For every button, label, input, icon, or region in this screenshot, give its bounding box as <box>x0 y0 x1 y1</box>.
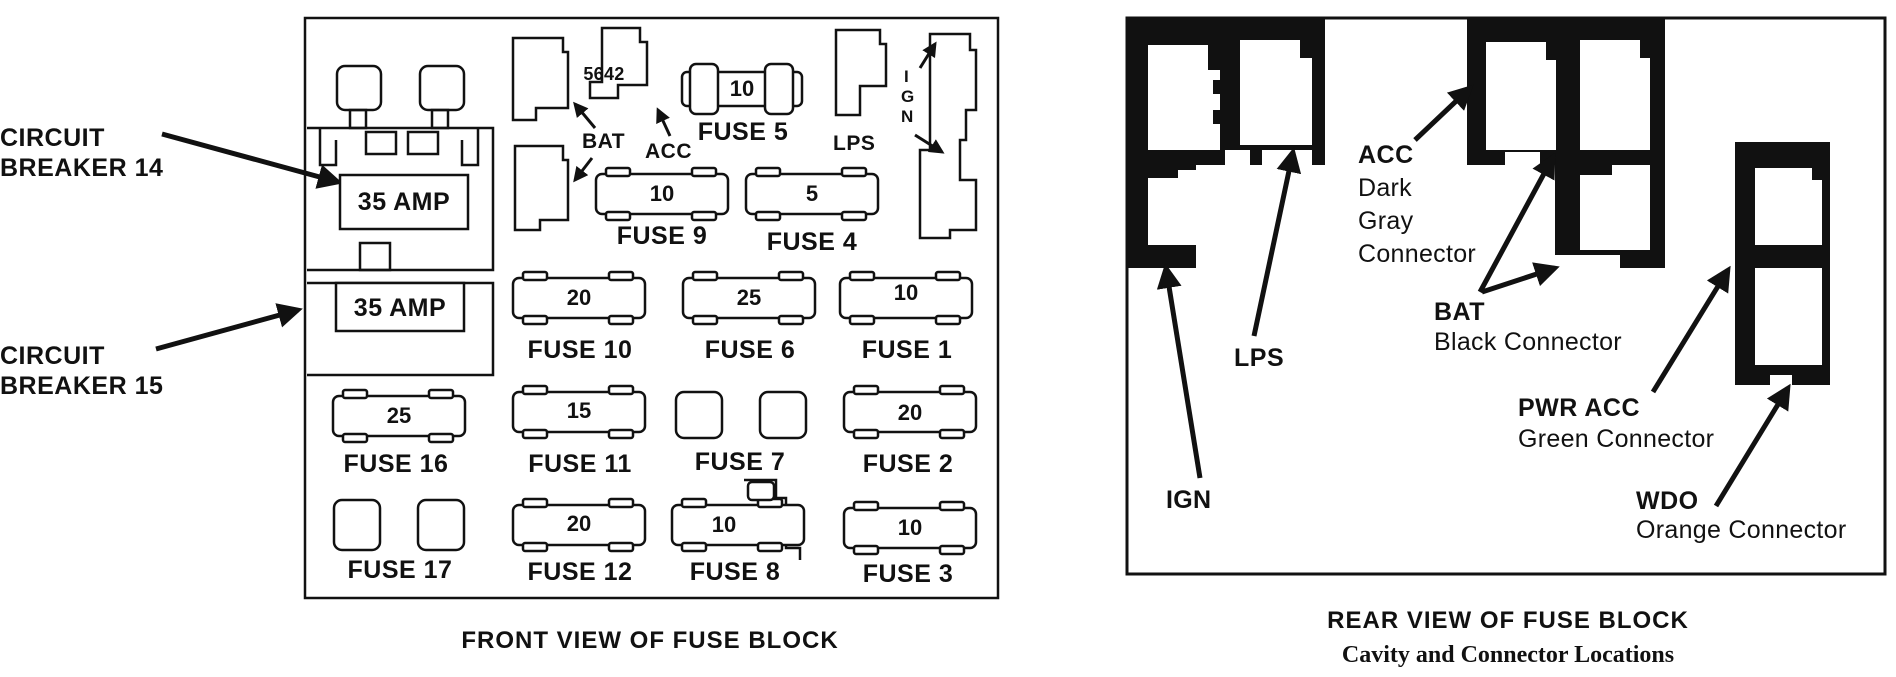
cb15-label-line2: BREAKER 15 <box>0 372 163 400</box>
fuse-16-label: FUSE 16 <box>344 450 449 478</box>
rear-bat-arrow-right <box>1481 262 1560 295</box>
rear-acc-arrow <box>1413 84 1474 142</box>
connector-outlines <box>511 26 978 240</box>
fuse-17-label: FUSE 17 <box>348 556 453 584</box>
fuse-3-label: FUSE 3 <box>863 560 954 588</box>
fuse-6: 25 FUSE 6 <box>681 270 817 364</box>
fuse-10: 20 FUSE 10 <box>511 270 647 364</box>
front-view-caption: FRONT VIEW OF FUSE BLOCK <box>461 627 838 654</box>
cb14-label-line1: CIRCUIT <box>0 124 105 152</box>
fuse-5-amps: 10 <box>730 76 754 101</box>
fuse-6-amps: 25 <box>737 285 761 310</box>
fuse-16: 25 FUSE 16 <box>331 388 467 478</box>
fuse-10-amps: 20 <box>567 285 591 310</box>
front-view: CIRCUIT BREAKER 14 CIRCUIT BREAKER 15 35… <box>0 16 1000 654</box>
rear-wdo-label: WDO <box>1636 487 1699 515</box>
fuse-16-amps: 25 <box>387 403 411 428</box>
front-acc-label: ACC <box>645 140 692 163</box>
rear-view: IGN LPS ACC Dark Gray Connector BAT Blac… <box>1125 16 1887 668</box>
part-number: 5642 <box>583 64 624 84</box>
fuse-4: 5 FUSE 4 <box>744 166 880 256</box>
rear-bat-arrow-up <box>1477 152 1556 294</box>
rear-view-subcaption: Cavity and Connector Locations <box>1342 642 1674 668</box>
rear-pwr-acc-desc: Green Connector <box>1518 425 1714 453</box>
fuse-1-label: FUSE 1 <box>862 336 953 364</box>
fuse-11: 15 FUSE 11 <box>511 384 647 478</box>
rear-acc-desc-3: Connector <box>1358 240 1476 268</box>
front-bat-arrow-up <box>573 101 597 129</box>
fuse-7: FUSE 7 <box>674 390 808 476</box>
rear-bat-desc: Black Connector <box>1434 328 1622 356</box>
fuse-7-label: FUSE 7 <box>695 448 786 476</box>
rear-pwr-acc-wdo-cavity <box>1735 142 1830 385</box>
fuse-6-label: FUSE 6 <box>705 336 796 364</box>
fuse-8-amps: 10 <box>712 512 736 537</box>
fuse-9-label: FUSE 9 <box>617 222 708 250</box>
front-bat-arrow-down <box>573 157 594 183</box>
fuse-11-amps: 15 <box>567 398 591 423</box>
fuse-10-label: FUSE 10 <box>528 336 633 364</box>
rear-acc-desc-2: Gray <box>1358 207 1414 235</box>
front-acc-arrow <box>656 107 672 137</box>
cb14-rating: 35 AMP <box>358 188 450 216</box>
cb14-label-line2: BREAKER 14 <box>0 154 163 182</box>
rear-bat-label: BAT <box>1434 298 1485 326</box>
fuse-4-label: FUSE 4 <box>767 228 858 256</box>
fuse-11-label: FUSE 11 <box>528 450 632 478</box>
front-ign-label-i: I <box>904 67 909 86</box>
fuse-12-label: FUSE 12 <box>528 558 633 586</box>
rear-wdo-arrow <box>1713 383 1791 508</box>
circuit-breaker-15: 35 AMP <box>307 281 495 377</box>
fuse-17: FUSE 17 <box>332 498 466 584</box>
fuse-2-amps: 20 <box>898 400 922 425</box>
cb14-arrow <box>161 131 343 189</box>
fuse-4-amps: 5 <box>806 181 818 206</box>
fuse-5: 10 FUSE 5 <box>680 62 804 146</box>
front-bat-label: BAT <box>582 130 625 153</box>
fuse-1-amps: 10 <box>894 280 918 305</box>
rear-view-caption: REAR VIEW OF FUSE BLOCK <box>1327 607 1689 634</box>
fuse-9-amps: 10 <box>650 181 674 206</box>
rear-acc-bat-cavities <box>1467 18 1665 268</box>
front-ign-label-n: N <box>901 107 913 126</box>
cb15-arrow <box>155 303 303 352</box>
rear-pwr-acc-label: PWR ACC <box>1518 394 1640 422</box>
rear-ign-lps-cavities <box>1128 18 1325 268</box>
fuse-2-label: FUSE 2 <box>863 450 954 478</box>
front-lps-label: LPS <box>833 132 875 155</box>
fuse-8: 10 FUSE 8 <box>670 478 806 586</box>
front-ign-label-g: G <box>901 87 914 106</box>
cb15-label-line1: CIRCUIT <box>0 342 105 370</box>
cb15-rating: 35 AMP <box>354 294 446 322</box>
fuse-1: 10 FUSE 1 <box>838 270 974 364</box>
fuse-12-amps: 20 <box>567 511 591 536</box>
fuse-9: 10 FUSE 9 <box>594 166 730 250</box>
rear-lps-label: LPS <box>1234 344 1284 372</box>
fuse-2: 20 FUSE 2 <box>842 384 978 478</box>
rear-acc-label: ACC <box>1358 141 1414 169</box>
fuse-3-amps: 10 <box>898 515 922 540</box>
front-ign-arrow-down <box>914 133 945 154</box>
rear-wdo-desc: Orange Connector <box>1636 516 1846 544</box>
fuse-3: 10 FUSE 3 <box>842 500 978 588</box>
rear-pwr-acc-arrow <box>1650 265 1731 394</box>
rear-lps-arrow <box>1251 147 1302 337</box>
front-ign-arrow-up <box>918 41 937 69</box>
rear-acc-desc-1: Dark <box>1358 174 1412 202</box>
rear-ign-label: IGN <box>1166 486 1211 514</box>
rear-ign-arrow <box>1156 263 1203 479</box>
circuit-breaker-14: 35 AMP <box>307 64 495 272</box>
fuse-8-label: FUSE 8 <box>690 558 781 586</box>
front-fuse-block-outline <box>303 16 1000 600</box>
fuse-5-label: FUSE 5 <box>698 118 789 146</box>
fuse-12: 20 FUSE 12 <box>511 497 647 586</box>
